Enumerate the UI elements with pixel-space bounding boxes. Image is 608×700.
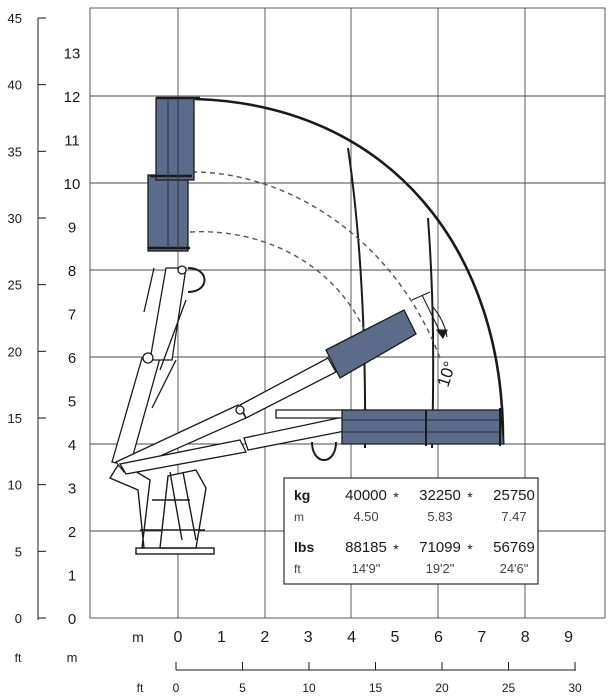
bottom-m-tick-label: 7 xyxy=(477,629,486,646)
bottom-ft-tick-label: 0 xyxy=(173,681,180,695)
left-m-tick-label: 4 xyxy=(68,437,76,454)
angle-indicator xyxy=(411,291,448,340)
bottom-m-tick-label: 0 xyxy=(174,629,183,646)
left-m-tick-label: 5 xyxy=(68,394,76,411)
load-value: 88185 xyxy=(345,539,387,556)
left-m-tick-label: 12 xyxy=(64,89,81,106)
load-value: 32250 xyxy=(419,487,461,504)
load-value: 40000 xyxy=(345,487,387,504)
bottom-m-tick-label: 8 xyxy=(521,629,530,646)
bottom-m-axis: 0 1 2 3 4 5 6 7 8 9 m xyxy=(132,629,573,646)
left-m-tick-label: 9 xyxy=(68,220,76,237)
bottom-m-tick-label: 3 xyxy=(304,629,313,646)
swing-arc-outer xyxy=(191,171,441,359)
left-m-tick-label: 11 xyxy=(64,133,80,150)
left-m-tick-label: 8 xyxy=(68,263,76,280)
load-value: 7.47 xyxy=(501,509,526,524)
crane-base xyxy=(108,461,215,555)
left-m-tick-label: 13 xyxy=(64,46,81,63)
boom-raised xyxy=(111,96,206,467)
left-ft-tick-label: 15 xyxy=(8,411,22,426)
load-table: kg 40000 * 32250 * 25750 m 4.50 5.83 7.47 lbs 88185… xyxy=(283,477,539,585)
bottom-ft-tick-label: 20 xyxy=(435,681,449,695)
bottom-ft-tick-label: 10 xyxy=(302,681,316,695)
left-m-tick-label: 3 xyxy=(68,481,76,498)
load-value: 4.50 xyxy=(353,509,378,524)
left-m-tick-label: 1 xyxy=(68,568,76,585)
working-envelope xyxy=(194,97,505,445)
bottom-m-tick-label: 2 xyxy=(260,629,269,646)
bottom-ft-tick-label: 5 xyxy=(239,681,246,695)
left-ft-tick-label: 10 xyxy=(8,478,22,493)
bottom-ft-tick-label: 25 xyxy=(502,681,516,695)
load-value: 14'9" xyxy=(352,561,381,576)
left-ft-axis: 45 40 35 30 25 20 15 10 5 0 xyxy=(8,11,46,626)
bottom-m-unit: m xyxy=(132,629,144,645)
left-m-tick-label: 10 xyxy=(64,176,81,193)
left-m-tick-label: 2 xyxy=(68,524,76,541)
load-mark: * xyxy=(467,489,473,505)
bottom-m-tick-label: 1 xyxy=(217,629,226,646)
bottom-m-tick-label: 4 xyxy=(347,629,356,646)
load-row-unit: ft xyxy=(294,562,301,576)
left-m-unit: m xyxy=(67,650,78,665)
load-row-unit: m xyxy=(294,510,304,524)
bottom-m-tick-label: 5 xyxy=(391,629,400,646)
envelope-inner-1 xyxy=(347,147,367,449)
load-row-unit: kg xyxy=(294,487,310,503)
left-ft-tick-label: 5 xyxy=(15,544,22,559)
left-ft-tick-label: 45 xyxy=(8,11,22,26)
bottom-m-tick-label: 9 xyxy=(564,629,573,646)
bottom-m-tick-label: 6 xyxy=(434,629,443,646)
swing-arc-inner xyxy=(189,231,369,339)
left-m-tick-label: 7 xyxy=(68,307,76,324)
boom-mid xyxy=(114,309,417,473)
left-ft-tick-label: 40 xyxy=(8,78,22,93)
bottom-ft-axis: 0 5 10 15 20 25 30 ft xyxy=(137,662,582,695)
load-value: 56769 xyxy=(493,539,535,556)
load-row-unit: lbs xyxy=(294,539,314,555)
load-mark: * xyxy=(393,541,399,557)
left-ft-tick-label: 25 xyxy=(8,278,22,293)
left-ft-tick-label: 0 xyxy=(15,611,22,626)
bottom-ft-unit: ft xyxy=(137,681,144,695)
load-value: 71099 xyxy=(419,539,461,556)
left-ft-tick-label: 30 xyxy=(8,211,22,226)
load-mark: * xyxy=(393,489,399,505)
left-ft-unit: ft xyxy=(15,651,22,665)
bottom-ft-tick-label: 15 xyxy=(369,681,383,695)
load-value: 19'2" xyxy=(426,561,455,576)
load-value: 24'6" xyxy=(500,561,529,576)
left-ft-tick-label: 20 xyxy=(8,344,22,359)
bottom-ft-tick-label: 30 xyxy=(568,681,582,695)
left-m-tick-label: 0 xyxy=(68,611,76,628)
load-value: 5.83 xyxy=(427,509,452,524)
load-mark: * xyxy=(467,541,473,557)
boom-lowered xyxy=(118,408,505,475)
left-ft-tick-label: 35 xyxy=(8,144,22,159)
load-value: 25750 xyxy=(493,487,535,504)
left-m-tick-label: 6 xyxy=(68,350,76,367)
